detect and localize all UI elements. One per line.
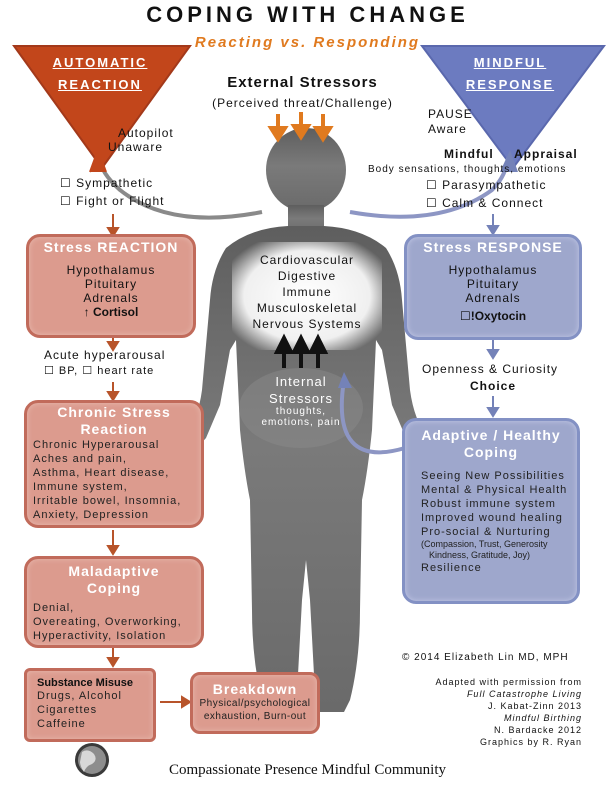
external-stressors-sub: (Perceived threat/Challenge) [212, 96, 393, 110]
stress-response-box: Stress RESPONSE Hypothalamus Pituitary A… [404, 234, 582, 340]
breakdown-title: Breakdown [212, 681, 298, 697]
substance-title: Substance Misuse [37, 677, 133, 689]
unaware-label: Unaware [108, 140, 164, 154]
body-systems-glow [232, 242, 382, 350]
system-musculoskeletal: Musculoskeletal [256, 301, 358, 315]
substance-item: Caffeine [37, 718, 86, 730]
maladaptive-item: Hyperactivity, Isolation [33, 630, 167, 642]
adaptive-item: Mental & Physical Health [421, 484, 568, 496]
adaptive-item: Robust immune system [421, 498, 556, 510]
stress-response-hypothalamus: Hypothalamus [448, 263, 538, 277]
chronic-item: Chronic Hyperarousal [33, 439, 160, 451]
breakdown-text: Physical/psychological exhaustion, Burn-… [199, 698, 311, 722]
chronic-item: Aches and pain, [33, 453, 127, 465]
appraisal-label: Appraisal [514, 147, 578, 161]
body-sensations-label: Body sensations, thoughts, emotions [368, 164, 567, 175]
stress-reaction-cortisol: ↑ Cortisol [83, 305, 139, 319]
chronic-list: Chronic Hyperarousal Aches and pain, Ast… [27, 438, 201, 522]
openness-label: Openness & Curiosity [422, 362, 559, 376]
external-stressors-title: External Stressors [227, 74, 378, 91]
page-subtitle: Reacting vs. Responding [194, 34, 421, 51]
internal-l2: Stressors [269, 391, 333, 406]
upward-arrows [273, 333, 329, 368]
automatic-triangle [12, 45, 192, 170]
adaptive-item: Seeing New Possibilities [421, 470, 565, 482]
internal-l1: Internal [275, 374, 327, 389]
chronic-item: Asthma, Heart disease, [33, 467, 170, 479]
stress-reaction-box: Stress REACTION Hypothalamus Pituitary A… [26, 234, 196, 338]
autopilot-label: Autopilot [118, 126, 174, 140]
maladaptive-coping-box: Maladaptive Coping Denial, Overeating, O… [24, 556, 204, 648]
system-immune: Immune [282, 285, 332, 299]
mindful-response-label: MINDFUL RESPONSE [465, 55, 555, 92]
credits-block: Adapted with permission from Full Catast… [435, 677, 582, 747]
body-systems: Cardiovascular Digestive Immune Musculos… [232, 252, 382, 332]
stress-reaction-pituitary: Pituitary [84, 277, 138, 291]
chronic-item: Irritable bowel, Insomnia, [33, 495, 182, 507]
left-flow-arrows [106, 214, 192, 709]
mindful-label: Mindful [444, 147, 494, 161]
chronic-title: Chronic Stress Reaction [57, 404, 171, 437]
copyright: © 2014 Elizabeth Lin MD, MPH [402, 652, 569, 663]
footer-text: Compassionate Presence Mindful Community [168, 762, 447, 778]
substance-misuse-box: Substance Misuse Drugs, Alcohol Cigarett… [24, 668, 156, 742]
stressor-arrows [267, 112, 334, 143]
earth-logo [75, 743, 109, 777]
system-digestive: Digestive [277, 269, 337, 283]
body-silhouette [177, 128, 435, 712]
breakdown-box: Breakdown Physical/psychological exhaust… [190, 672, 320, 734]
acute-hyperarousal-label: Acute hyperarousal [44, 348, 166, 362]
system-nervous: Nervous Systems [252, 317, 362, 331]
stress-response-adrenals: Adrenals [465, 291, 521, 305]
automatic-reaction-label: AUTOMATIC REACTION [52, 55, 148, 92]
pause-label: PAUSE [428, 107, 473, 121]
internal-glow [239, 368, 363, 448]
stress-reaction-hypothalamus: Hypothalamus [66, 263, 156, 277]
maladaptive-list: Denial, Overeating, Overworking, Hyperac… [27, 601, 201, 643]
stress-response-pituitary: Pituitary [466, 277, 520, 291]
fight-flight-label: ☐ Fight or Flight [60, 194, 165, 208]
mindful-triangle [420, 45, 606, 170]
right-flow-arrows [486, 214, 500, 418]
adaptive-item: Pro-social & Nurturing [421, 526, 551, 538]
substance-list: Drugs, Alcohol Cigarettes Caffeine [27, 689, 153, 731]
parasympathetic-label: ☐ Parasympathetic [426, 178, 547, 192]
system-cardiovascular: Cardiovascular [259, 253, 355, 267]
substance-item: Drugs, Alcohol [37, 690, 122, 702]
adaptive-coping-box: Adaptive / Healthy Coping Seeing New Pos… [402, 418, 580, 604]
stress-response-oxytocin: ☐!Oxytocin [459, 309, 527, 323]
chronic-stress-box: Chronic Stress Reaction Chronic Hyperaro… [24, 400, 204, 528]
curve-internal-adaptive [339, 379, 406, 455]
adaptive-title: Adaptive / Healthy Coping [421, 427, 561, 460]
choice-label: Choice [470, 379, 517, 393]
maladaptive-item: Overeating, Overworking, [33, 616, 182, 628]
maladaptive-title: Maladaptive Coping [68, 563, 160, 596]
sympathetic-label: ☐ Sympathetic [60, 176, 154, 190]
adaptive-list: Seeing New Possibilities Mental & Physic… [405, 469, 577, 575]
internal-l4: emotions, pain [261, 417, 341, 428]
acute-sub-label: ☐ BP, ☐ heart rate [44, 365, 155, 377]
stress-response-title: Stress RESPONSE [423, 239, 563, 255]
substance-item: Cigarettes [37, 704, 98, 716]
adaptive-resilience: Resilience [421, 562, 482, 574]
chronic-item: Immune system, [33, 481, 128, 493]
stress-reaction-title: Stress REACTION [43, 239, 179, 255]
adaptive-paren2: Kindness, Gratitude, Joy) [429, 550, 531, 560]
maladaptive-item: Denial, [33, 602, 75, 614]
stress-reaction-adrenals: Adrenals [83, 291, 139, 305]
adaptive-item: Improved wound healing [421, 512, 563, 524]
adaptive-paren1: (Compassion, Trust, Generosity [421, 539, 548, 549]
chronic-item: Anxiety, Depression [33, 509, 150, 521]
aware-label: Aware [428, 122, 467, 136]
page-title: COPING WITH CHANGE [146, 2, 469, 27]
internal-l3: thoughts, [275, 406, 327, 417]
internal-stressors: Internal Stressors thoughts, emotions, p… [238, 374, 364, 428]
calm-connect-label: ☐ Calm & Connect [426, 196, 544, 210]
